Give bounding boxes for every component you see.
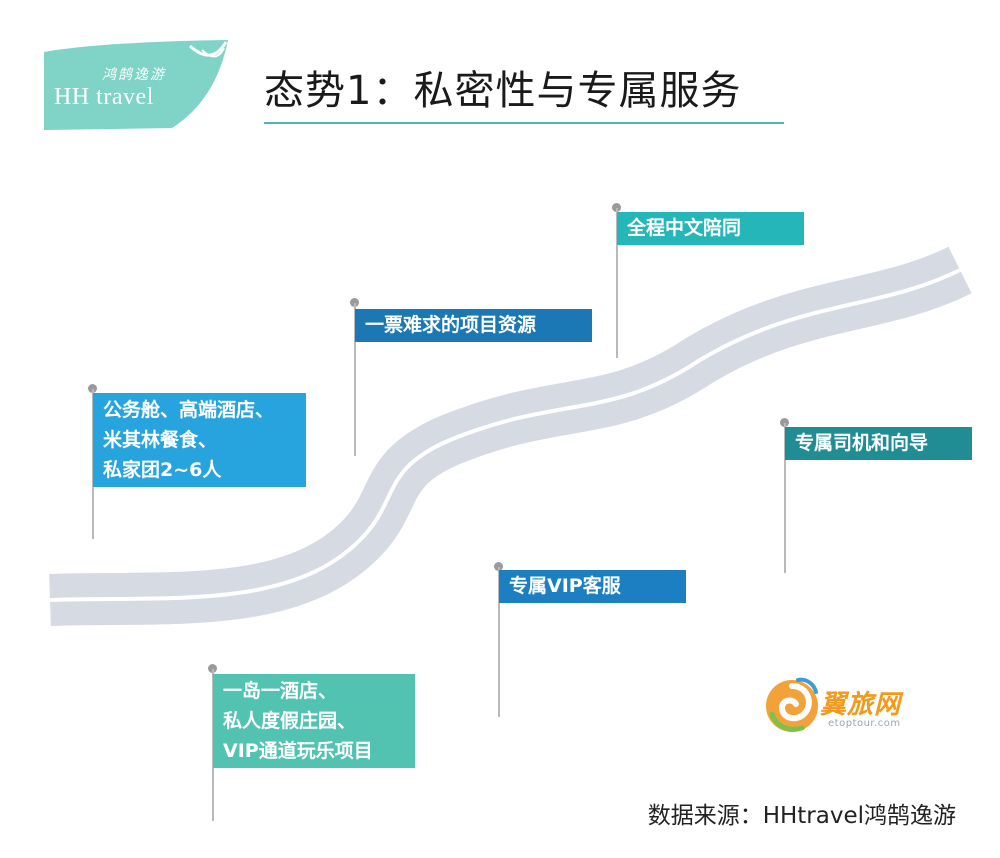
flag-pin-dot [350, 298, 359, 307]
flag-pin-dot [494, 562, 503, 571]
flag-line: 米其林餐食、 [103, 429, 218, 451]
flag-pin-dot [612, 203, 621, 212]
flag-pin-dot [88, 384, 97, 393]
flag-line: 专属VIP客服 [509, 575, 621, 597]
etoptour-url: etoptour.com [828, 718, 901, 729]
etoptour-brand: 翼旅网 [820, 690, 902, 720]
flag-pole [92, 389, 94, 539]
flag-pin-dot [780, 418, 789, 427]
flag-line: 公务舱、高端酒店、 [103, 399, 275, 421]
flag-private-resort: 一岛一酒店、 私人度假庄园、 VIP通道玩乐项目 [213, 674, 415, 768]
etoptour-swirl-icon [766, 677, 818, 732]
flag-pole [212, 669, 214, 821]
title-underline [264, 122, 784, 124]
flag-line: 一岛一酒店、 [223, 680, 338, 702]
flag-line: 专属司机和向导 [795, 432, 929, 454]
flag-pole [784, 423, 786, 573]
logo-text: HH travel [54, 84, 154, 110]
flag-chinese-escort: 全程中文陪同 [617, 212, 804, 245]
flag-pole [616, 208, 618, 358]
flag-line: 全程中文陪同 [627, 217, 742, 239]
flag-pole [498, 567, 500, 717]
logo-leaf-shape [44, 40, 228, 130]
hh-travel-logo: 鸿鹄逸游 HH travel [40, 40, 230, 132]
etoptour-watermark: 翼旅网 etoptour.com [762, 670, 932, 740]
flag-pole [354, 303, 356, 456]
flag-line: 私人度假庄园、 [223, 710, 357, 732]
page-title: 态势1：私密性与专属服务 [264, 68, 742, 114]
logo-subtext: 鸿鹄逸游 [102, 67, 166, 83]
flag-line: 一票难求的项目资源 [365, 314, 537, 336]
flag-line: 私家团2~6人 [103, 459, 222, 481]
road-center-line [49, 268, 961, 602]
flag-vip-service: 专属VIP客服 [499, 570, 686, 603]
flag-pin-dot [208, 664, 217, 673]
flag-line: VIP通道玩乐项目 [223, 740, 373, 762]
flag-premium-travel: 公务舱、高端酒店、 米其林餐食、 私家团2~6人 [93, 393, 306, 487]
data-source-note: 数据来源：HHtravel鸿鹄逸游 [647, 803, 956, 829]
flag-private-driver: 专属司机和向导 [785, 427, 972, 460]
flag-scarce-resources: 一票难求的项目资源 [355, 309, 592, 342]
